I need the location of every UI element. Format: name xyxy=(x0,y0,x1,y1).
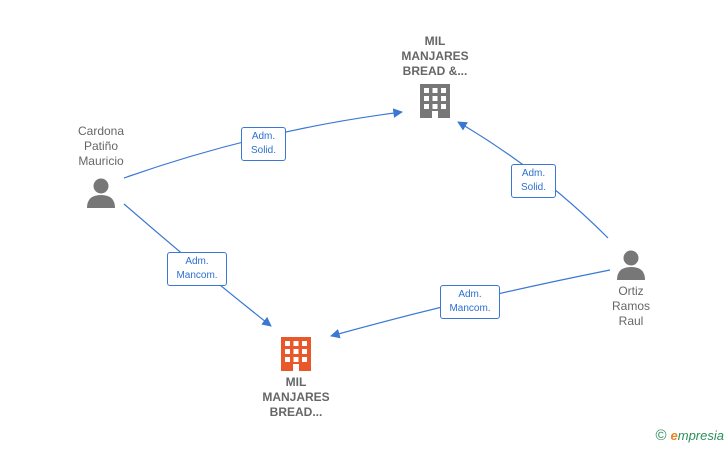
label-line: Patiño xyxy=(83,139,119,153)
person-icon[interactable] xyxy=(617,250,645,281)
label-line: Mauricio xyxy=(78,154,124,168)
edge-label-line: Adm. xyxy=(521,168,546,179)
edge-label-line: Mancom. xyxy=(176,270,218,281)
edge-label-left-top[interactable]: Adm. Solid. xyxy=(241,127,286,161)
label-line: Ramos xyxy=(611,299,650,313)
copyright-icon: © xyxy=(655,427,667,444)
label-line: BREAD &... xyxy=(402,64,468,78)
brand-name: mpresia xyxy=(677,428,724,443)
edge-label-line: Mancom. xyxy=(449,303,491,314)
person-right-label[interactable]: Ortiz Ramos Raul xyxy=(586,284,676,329)
label-line: MANJARES xyxy=(262,390,330,404)
edge-label-right-bottom[interactable]: Adm. Mancom. xyxy=(440,285,500,319)
building-icon[interactable] xyxy=(281,337,311,371)
label-line: Ortiz xyxy=(618,284,644,298)
building-icon[interactable] xyxy=(420,84,450,118)
brand-logo: ©empresia xyxy=(655,427,724,444)
brand-first-letter: e xyxy=(670,428,678,443)
label-line: Cardona xyxy=(77,124,125,138)
edge-label-line: Adm. xyxy=(458,289,482,300)
label-line: MIL xyxy=(424,34,446,48)
edge-label-line: Solid. xyxy=(250,145,276,156)
label-line: MIL xyxy=(285,375,307,389)
label-line: MANJARES xyxy=(401,49,469,63)
person-icon[interactable] xyxy=(87,178,115,209)
label-line: BREAD... xyxy=(269,405,323,419)
company-bottom-label[interactable]: MIL MANJARES BREAD... xyxy=(246,375,346,420)
edge-label-left-bottom[interactable]: Adm. Mancom. xyxy=(167,252,227,286)
company-top-label[interactable]: MIL MANJARES BREAD &... xyxy=(385,34,485,79)
label-line: Raul xyxy=(618,314,644,328)
edge-label-line: Adm. xyxy=(251,131,276,142)
edge-label-right-top[interactable]: Adm. Solid. xyxy=(511,164,556,198)
edge-label-line: Solid. xyxy=(520,182,546,193)
edge-label-line: Adm. xyxy=(185,256,209,267)
person-left-label[interactable]: Cardona Patiño Mauricio xyxy=(56,124,146,169)
